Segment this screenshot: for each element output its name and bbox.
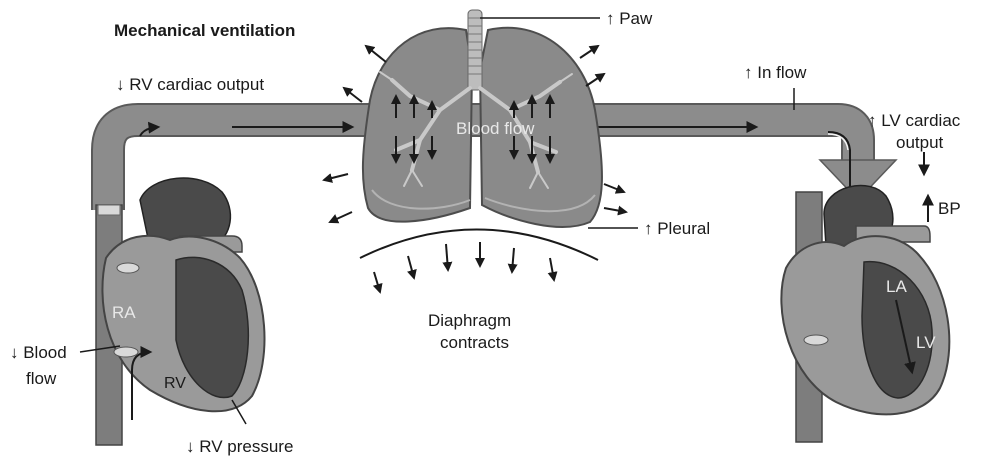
bp-label: BP xyxy=(938,199,961,218)
pleural-label: ↑ Pleural xyxy=(644,219,710,238)
valve-top xyxy=(117,263,139,273)
blood-flow-left-label-1: ↓ Blood xyxy=(10,343,67,362)
rv-output-label: ↓ RV cardiac output xyxy=(116,75,264,94)
diaphragm-label-2: contracts xyxy=(440,333,509,352)
valve-bottom xyxy=(114,347,138,357)
ra-label: RA xyxy=(112,303,136,322)
paw-label: ↑ Paw xyxy=(606,9,653,28)
in-flow-label: ↑ In flow xyxy=(744,63,807,82)
diaphragm xyxy=(360,229,598,292)
rv-pressure-label: ↓ RV pressure xyxy=(186,437,293,456)
la-label: LA xyxy=(886,277,907,296)
left-heart xyxy=(781,152,949,442)
lv-output-label-2: output xyxy=(896,133,944,152)
title-label: Mechanical ventilation xyxy=(114,21,295,40)
right-heart xyxy=(80,178,265,445)
rv-label: RV xyxy=(164,375,186,392)
lv-valve xyxy=(804,335,828,345)
lv-output-label-1: ↑ LV cardiac xyxy=(868,111,961,130)
diaphragm-label-1: Diaphragm xyxy=(428,311,511,330)
blood-flow-center-label: Blood flow xyxy=(456,119,535,138)
blood-flow-left-label-2: flow xyxy=(26,369,57,388)
lv-label: LV xyxy=(916,333,936,352)
